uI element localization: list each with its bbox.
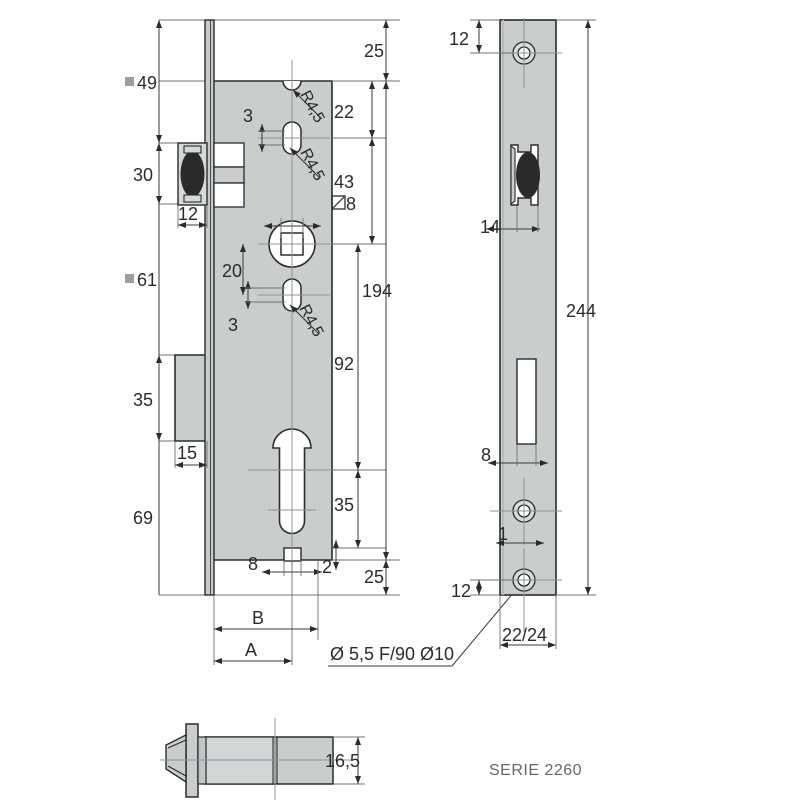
dim-20: 20 <box>222 244 246 295</box>
dim-35-left: 35 <box>133 355 162 441</box>
faceplate-latch-opening <box>510 144 540 206</box>
dim-49: 49 <box>125 20 162 143</box>
dim-43: 43 <box>334 138 375 244</box>
dim-12-top-label: 12 <box>449 29 469 49</box>
dim-244-label: 244 <box>566 301 596 321</box>
dim-1: 1 <box>496 524 544 546</box>
dim-15-label: 15 <box>177 443 197 463</box>
dim-30: 30 <box>133 143 162 204</box>
dim-B-label: B <box>252 608 264 628</box>
dim-1-label: 1 <box>498 524 508 544</box>
dim-A: A <box>214 640 292 664</box>
dim-92-label: 92 <box>334 354 354 374</box>
dim-244: 244 <box>566 20 596 595</box>
dim-2-label: 2 <box>322 557 332 577</box>
dim-14-label: 14 <box>480 217 500 237</box>
inner-dimensions: 12 15 20 3 <box>174 106 322 576</box>
dim-22-24: 22/24 <box>499 595 557 649</box>
dim-square-8-label: 8 <box>346 194 356 214</box>
dim-8-slot-label: 8 <box>481 445 491 465</box>
fixing-hole-top <box>490 18 562 88</box>
baseline-dimensions: B A <box>213 560 319 665</box>
dim-8-slot: 8 <box>481 444 548 466</box>
dim-3-lower: 3 <box>228 281 285 335</box>
dim-3-upper: 3 <box>243 106 285 152</box>
dim-3-upper-label: 3 <box>243 106 253 126</box>
dim-22: 22 <box>334 81 375 138</box>
fixing-hole-middle <box>490 478 562 545</box>
dim-35-left-label: 35 <box>133 390 153 410</box>
square-symbol-icon <box>125 77 134 86</box>
dim-square-8: 8 <box>331 194 356 214</box>
note-label: Ø 5,5 F/90 Ø10 <box>330 644 454 664</box>
dim-49-label: 49 <box>137 73 157 93</box>
dim-16-5: 16,5 <box>325 736 365 785</box>
dim-8-bottom-label: 8 <box>248 554 258 574</box>
faceplate-plate <box>499 19 557 596</box>
dim-25-bottom: 25 <box>364 560 389 595</box>
dim-A-label: A <box>245 640 257 660</box>
dim-30-label: 30 <box>133 165 153 185</box>
series-label: SERIE 2260 <box>489 762 582 779</box>
dim-22-label: 22 <box>334 102 354 122</box>
dim-35-right: 35 <box>334 470 361 548</box>
dim-16-5-label: 16,5 <box>325 751 360 771</box>
faceplate-dimensions: 12 14 244 8 <box>449 19 596 649</box>
dim-14: 14 <box>480 206 540 237</box>
dim-69: 69 <box>133 508 153 528</box>
drawing-note: Ø 5,5 F/90 Ø10 <box>328 579 525 667</box>
dim-22-24-label: 22/24 <box>502 625 547 645</box>
dim-194-label: 194 <box>362 281 392 301</box>
dim-12-bottom: 12 <box>451 580 482 601</box>
dim-25-top-label: 25 <box>364 41 384 61</box>
dim-92: 92 <box>334 244 361 470</box>
dim-61: 61 <box>125 270 157 290</box>
dim-12: 12 <box>177 204 208 228</box>
bolt-profile-view: 16,5 <box>160 718 365 800</box>
dim-2: 2 <box>322 540 339 577</box>
dim-3-lower-label: 3 <box>228 315 238 335</box>
left-dimension-column: 49 30 61 35 69 <box>125 20 162 595</box>
dim-35-right-label: 35 <box>334 495 354 515</box>
dim-15: 15 <box>174 441 208 468</box>
fixing-hole-bottom <box>490 548 562 632</box>
dim-69-label: 69 <box>133 508 153 528</box>
dim-25-top: 25 <box>364 20 389 81</box>
dim-194: 194 <box>362 81 392 560</box>
latch-bolt-assembly <box>177 142 245 208</box>
dim-25-bottom-label: 25 <box>364 567 384 587</box>
dim-12-label: 12 <box>178 204 198 224</box>
dim-B: B <box>214 608 318 632</box>
faceplate-edge-view: 12 14 244 8 <box>449 18 596 649</box>
dim-20-label: 20 <box>222 261 242 281</box>
faceplate-bolt-slot <box>516 358 537 445</box>
dim-12-top: 12 <box>449 20 482 53</box>
dim-43-label: 43 <box>334 172 354 192</box>
dim-61-label: 61 <box>137 270 157 290</box>
front-section-view: 49 30 61 35 69 <box>125 19 525 667</box>
right-dimension-stack: 25 22 43 8 194 <box>322 20 400 595</box>
square-symbol-icon <box>125 274 134 283</box>
dim-12-bottom-label: 12 <box>451 581 471 601</box>
spindle-width-marks <box>264 218 321 238</box>
